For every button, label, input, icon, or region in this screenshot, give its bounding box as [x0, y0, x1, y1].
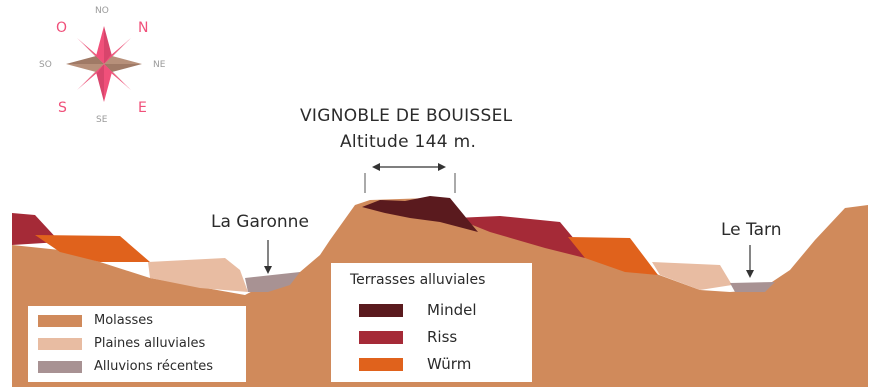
compass-se: SE — [96, 115, 108, 125]
compass-no: NO — [95, 6, 109, 16]
legend-swatch-molasses — [38, 314, 82, 327]
site-title: VIGNOBLE DE BOUISSEL — [300, 106, 513, 126]
arrow-head-right — [438, 163, 446, 171]
wurm-center — [568, 237, 658, 275]
compass-e: E — [138, 100, 147, 116]
legend-label: Mindel — [427, 301, 477, 319]
plaines-alluviales-left — [148, 258, 248, 292]
mindel-cap — [362, 196, 478, 232]
legend-swatch-mindel — [359, 303, 403, 317]
legend-label: Alluvions récentes — [94, 359, 214, 374]
legend-item: Plaines alluviales — [38, 336, 205, 351]
legend-label: Würm — [427, 355, 472, 373]
alluvions-recentes-tarn — [730, 282, 775, 292]
garonne-pointer-head — [264, 266, 272, 274]
river-label-garonne: La Garonne — [211, 212, 309, 232]
river-label-tarn: Le Tarn — [721, 220, 782, 240]
legend-item: Molasses — [38, 313, 153, 328]
legend-swatch-plaines — [38, 337, 82, 350]
compass-n: N — [138, 20, 149, 36]
compass-so: SO — [39, 60, 52, 70]
legend-label: Plaines alluviales — [94, 336, 206, 351]
legend-label: Riss — [427, 328, 458, 346]
site-altitude: Altitude 144 m. — [340, 132, 477, 152]
plaines-alluviales-right — [652, 262, 732, 290]
wurm-left — [35, 235, 150, 262]
legend-swatch-wurm — [359, 357, 403, 371]
compass-s: S — [58, 100, 67, 116]
arrow-head-left — [372, 163, 380, 171]
alluvions-recentes-garonne — [245, 272, 300, 292]
legend-item: Alluvions récentes — [38, 359, 213, 374]
compass-rose-icon — [66, 26, 142, 102]
legend-swatch-riss — [359, 330, 403, 344]
legend-formations: Molasses Plaines alluviales Alluvions ré… — [28, 306, 246, 382]
legend-item: Mindel — [359, 301, 477, 319]
tarn-pointer-head — [746, 270, 754, 278]
legend-item: Würm — [359, 355, 471, 373]
legend-terraces: Terrasses alluviales Mindel Riss Würm — [331, 263, 532, 382]
riss-center — [455, 216, 585, 258]
legend-label: Molasses — [94, 313, 154, 328]
legend-swatch-alluvions — [38, 360, 82, 373]
legend-terraces-title: Terrasses alluviales — [350, 272, 486, 288]
compass-o: O — [56, 20, 68, 36]
compass-ne: NE — [153, 60, 166, 70]
legend-item: Riss — [359, 328, 457, 346]
